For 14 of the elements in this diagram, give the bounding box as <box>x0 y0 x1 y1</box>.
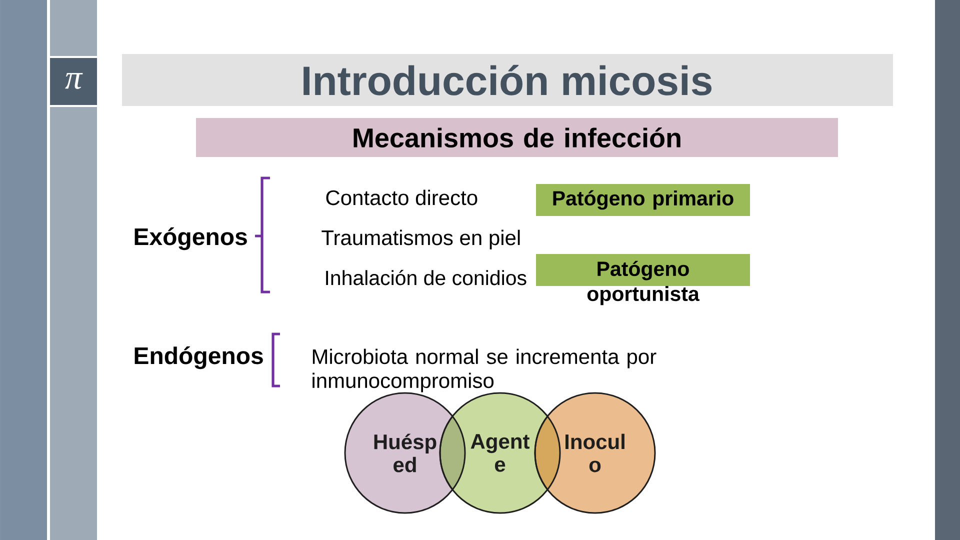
list-item: Traumatismos en piel <box>322 230 520 250</box>
list-item: Contacto directo <box>326 190 478 206</box>
side-band <box>0 0 47 540</box>
node-label: oportunista <box>587 286 700 306</box>
side-band <box>935 0 960 540</box>
highlight-box: Patógeno oportunista <box>536 254 750 306</box>
title-bar: Introducción micosis <box>122 54 893 106</box>
category-label: Endógenos <box>134 346 263 370</box>
list-item: Microbiota normal se incrementa por inmunocompromiso <box>312 348 656 392</box>
heading-bar: Mecanismos de infección <box>196 118 838 157</box>
category-label: Exógenos <box>134 227 247 250</box>
list-item: Inhalación de conidios <box>326 270 526 286</box>
highlight-box: Patógeno primario <box>536 184 750 216</box>
side-band <box>50 0 98 540</box>
